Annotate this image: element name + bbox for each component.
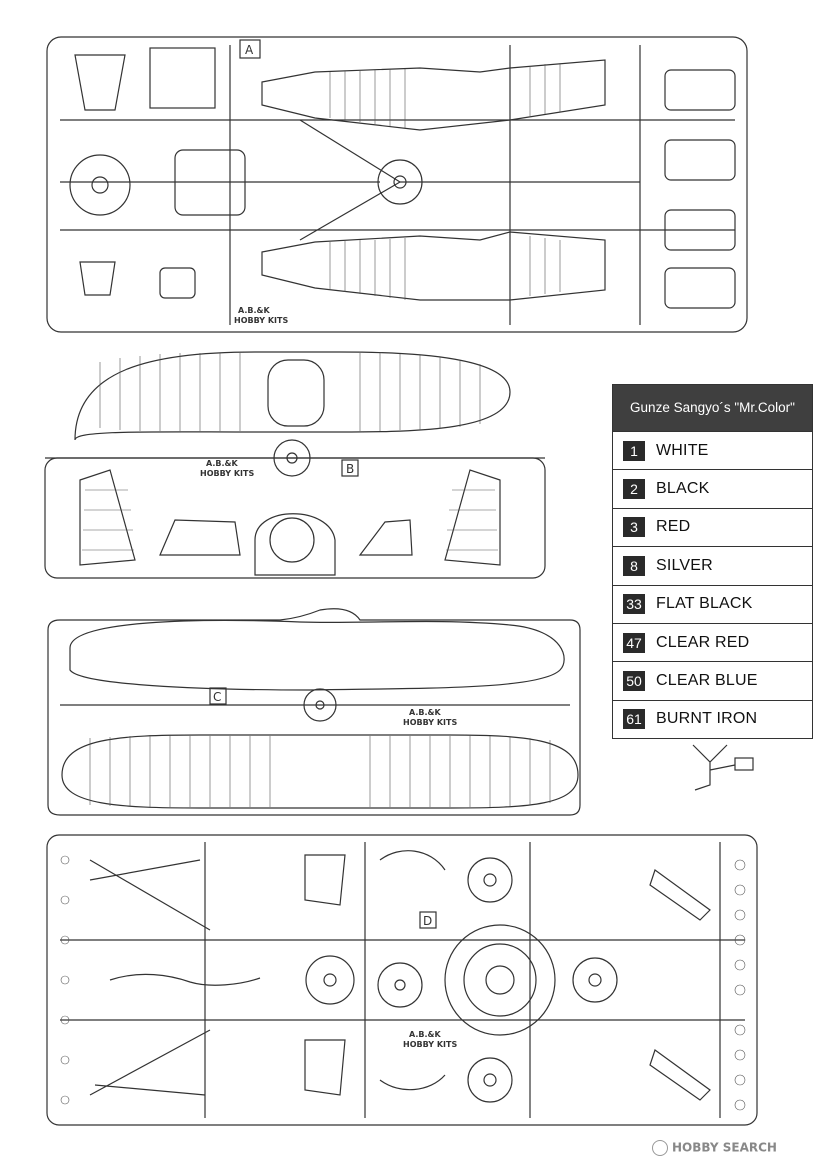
- sprue-d: D A.B.&K HOBBY KITS: [46, 834, 758, 1126]
- sprue-a-letter: A: [245, 43, 254, 57]
- paint-name: SILVER: [656, 556, 713, 574]
- sprue-c: C A.B.&K HOBBY KITS: [47, 608, 581, 816]
- paint-row: 1 WHITE: [613, 431, 812, 469]
- sprue-d-letter: D: [423, 914, 432, 928]
- paint-row: 47 CLEAR RED: [613, 622, 812, 661]
- sprue-b-brand-sub: HOBBY KITS: [200, 469, 254, 478]
- watermark: HOBBY SEARCH: [652, 1140, 777, 1156]
- paint-code: 50: [623, 671, 645, 692]
- paint-code: 2: [623, 479, 645, 500]
- sprue-a-brand: A.B.&K: [238, 306, 270, 315]
- paint-row: 2 BLACK: [613, 469, 812, 507]
- sprue-c-letter: C: [213, 690, 221, 704]
- paint-name: BURNT IRON: [656, 710, 758, 728]
- watermark-text: HOBBY SEARCH: [672, 1140, 777, 1155]
- sprue-b-brand: A.B.&K: [206, 459, 238, 468]
- paint-code: 1: [623, 440, 645, 461]
- paint-code: 8: [623, 555, 645, 576]
- paint-row: 50 CLEAR BLUE: [613, 661, 812, 699]
- watermark-logo-icon: [652, 1140, 668, 1156]
- paint-name: RED: [656, 518, 691, 536]
- sprue-c-brand: A.B.&K: [409, 708, 441, 717]
- paint-name: BLACK: [656, 480, 710, 498]
- paint-name: CLEAR BLUE: [656, 672, 758, 690]
- sprue-d-brand: A.B.&K: [409, 1030, 441, 1039]
- sprue-b-letter: B: [346, 462, 354, 476]
- paint-row: 8 SILVER: [613, 546, 812, 584]
- sprue-a-brand-sub: HOBBY KITS: [234, 316, 288, 325]
- paint-name: FLAT BLACK: [656, 595, 753, 613]
- paint-code: 3: [623, 517, 645, 538]
- sprue-d-brand-sub: HOBBY KITS: [403, 1040, 457, 1049]
- paint-code: 61: [623, 709, 645, 730]
- paint-name: CLEAR RED: [656, 633, 750, 651]
- paint-name: WHITE: [656, 441, 709, 459]
- paint-row: 3 RED: [613, 507, 812, 546]
- paint-row: 61 BURNT IRON: [613, 699, 812, 738]
- paint-code: 33: [623, 594, 645, 615]
- sprue-c-brand-sub: HOBBY KITS: [403, 718, 457, 727]
- clear-part-diagram: [692, 744, 754, 791]
- paint-table-title: Gunze Sangyo´s "Mr.Color": [613, 385, 812, 431]
- paint-code: 47: [623, 632, 645, 653]
- paint-row: 33 FLAT BLACK: [613, 584, 812, 623]
- paint-color-table: Gunze Sangyo´s "Mr.Color" 1 WHITE 2 BLAC…: [612, 384, 813, 740]
- sprue-b: B A.B.&K HOBBY KITS: [44, 351, 546, 579]
- sprue-a: A A.B.&K HOBBY KITS: [46, 36, 748, 333]
